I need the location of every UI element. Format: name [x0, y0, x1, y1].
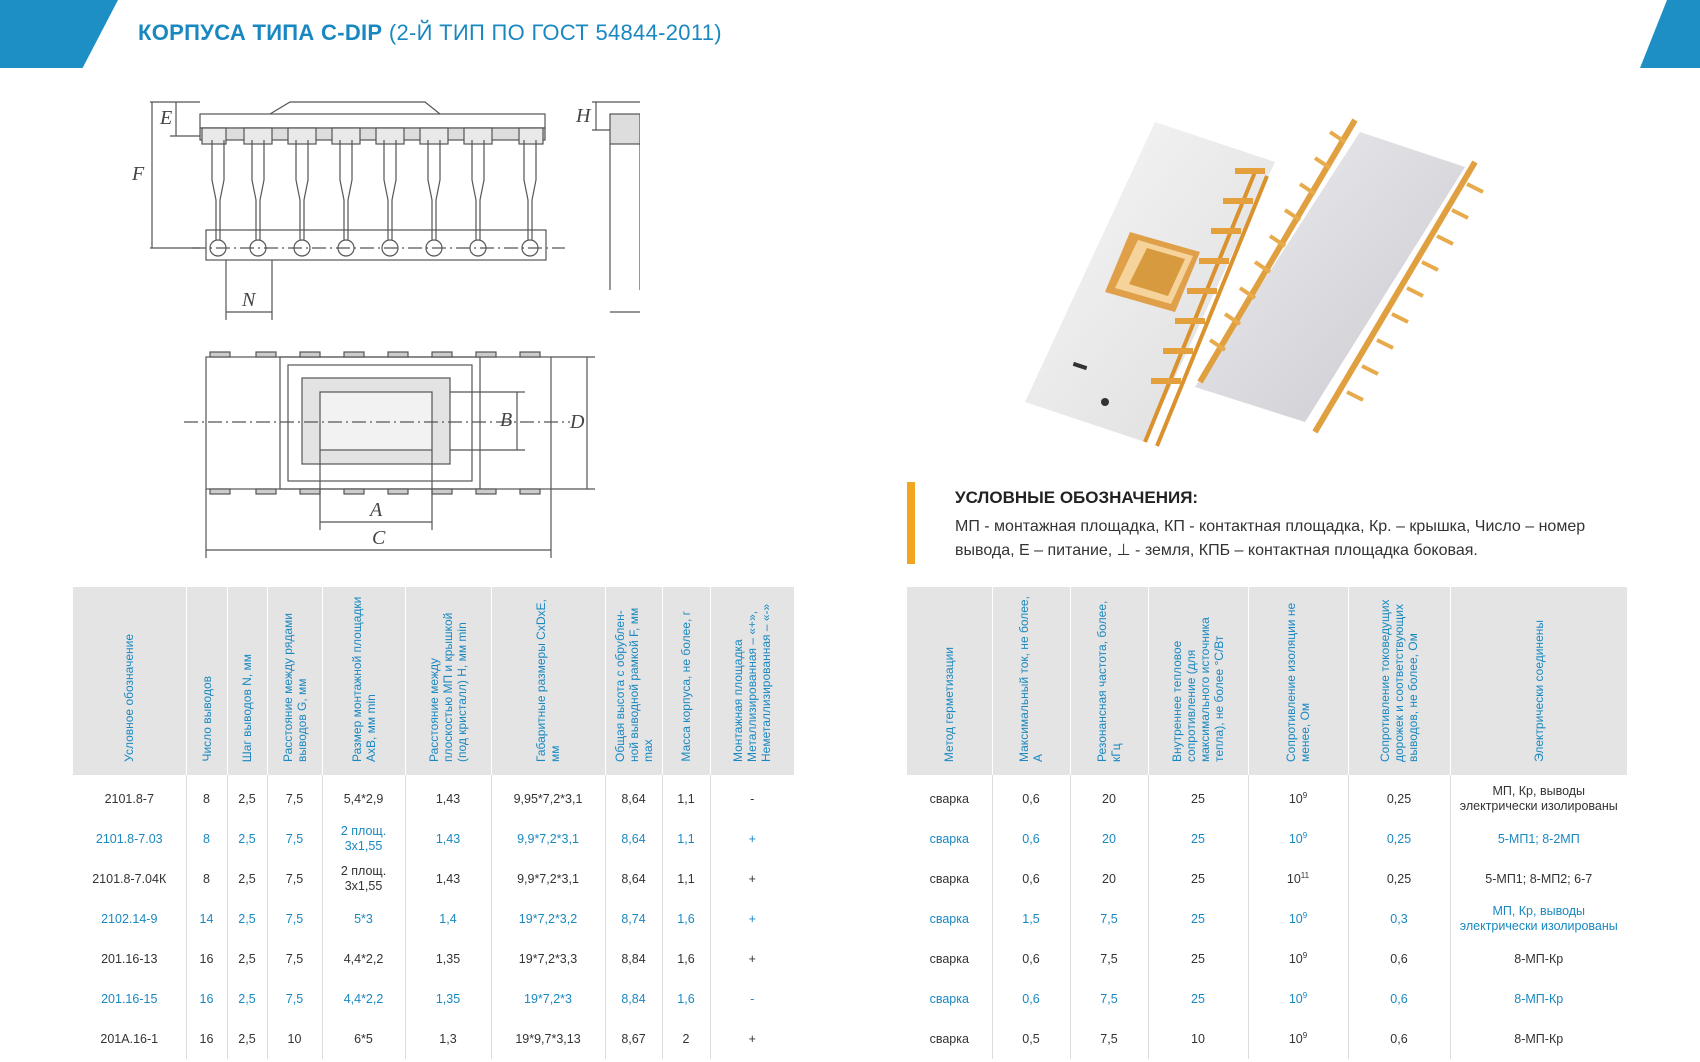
- dim-label-F: F: [131, 163, 145, 185]
- col-header: Внутреннее тепловое сопротивление (для м…: [1148, 587, 1249, 775]
- package-photo: [1025, 118, 1484, 447]
- ground-symbol-icon: ⊥: [1116, 542, 1131, 559]
- header-banner-left: [0, 0, 118, 68]
- dim-label-E: E: [159, 107, 172, 129]
- col-header: Габаритные размеры CxDxE, мм: [491, 587, 606, 775]
- col-header: Размер монтажной площадки АхВ, мм min: [322, 587, 406, 775]
- col-header: Шаг выводов N, мм: [227, 587, 268, 775]
- col-header: Метод герметизации: [907, 587, 993, 775]
- col-header: Расстояние между плоскостью МП и крышкой…: [405, 587, 492, 775]
- legend-text-part2: - земля, КПБ – контактная площадка боков…: [1130, 542, 1478, 559]
- dim-label-D: D: [569, 411, 585, 433]
- specs-table-electrical: Метод герметизации Максимальный ток, не …: [907, 587, 1627, 1059]
- legend-text: МП - монтажная площадка, КП - контактная…: [955, 515, 1615, 563]
- col-header: Условное обозначение: [73, 587, 187, 775]
- col-header: Максимальный ток, не более, А: [992, 587, 1071, 775]
- dim-label-N: N: [241, 289, 257, 311]
- header-banner-right: [1640, 0, 1700, 68]
- dim-label-A: A: [368, 499, 383, 521]
- page-title-standard: (2-Й ТИП ПО ГОСТ 54844-2011): [388, 20, 722, 45]
- dim-label-H: H: [575, 105, 592, 127]
- legend-title: УСЛОВНЫЕ ОБОЗНАЧЕНИЯ:: [955, 488, 1199, 507]
- package-drawing: F E N H G B D A C: [131, 101, 640, 558]
- page-title-bold: КОРПУСА ТИПА C-DIP: [138, 20, 383, 45]
- legend-accent-bar: [907, 482, 915, 564]
- legend-text-part1: МП - монтажная площадка, КП - контактная…: [955, 518, 1586, 559]
- dim-label-C: C: [372, 527, 386, 549]
- col-header: Монтажная площадка Металлизированная – «…: [710, 587, 794, 775]
- page-title: КОРПУСА ТИПА C-DIP (2-Й ТИП ПО ГОСТ 5484…: [138, 20, 722, 46]
- col-header: Число выводов: [186, 587, 228, 775]
- col-header: Электрически соединены: [1450, 587, 1627, 775]
- col-header: Расстояние между рядами выводов G, мм: [267, 587, 323, 775]
- specs-table-dimensions: Условное обозначение Число выводов Шаг в…: [73, 587, 794, 1059]
- col-header: Масса корпуса, не более, г: [662, 587, 711, 775]
- col-header: Сопротивление токоведущих дорожек и соот…: [1348, 587, 1451, 775]
- col-header: Резонансная частота, более, кГц: [1070, 587, 1149, 775]
- col-header: Сопротивление изоляции не менее, Ом: [1248, 587, 1349, 775]
- dim-label-B: B: [500, 409, 512, 431]
- col-header: Общая высота с обрублен-ной выводной рам…: [605, 587, 663, 775]
